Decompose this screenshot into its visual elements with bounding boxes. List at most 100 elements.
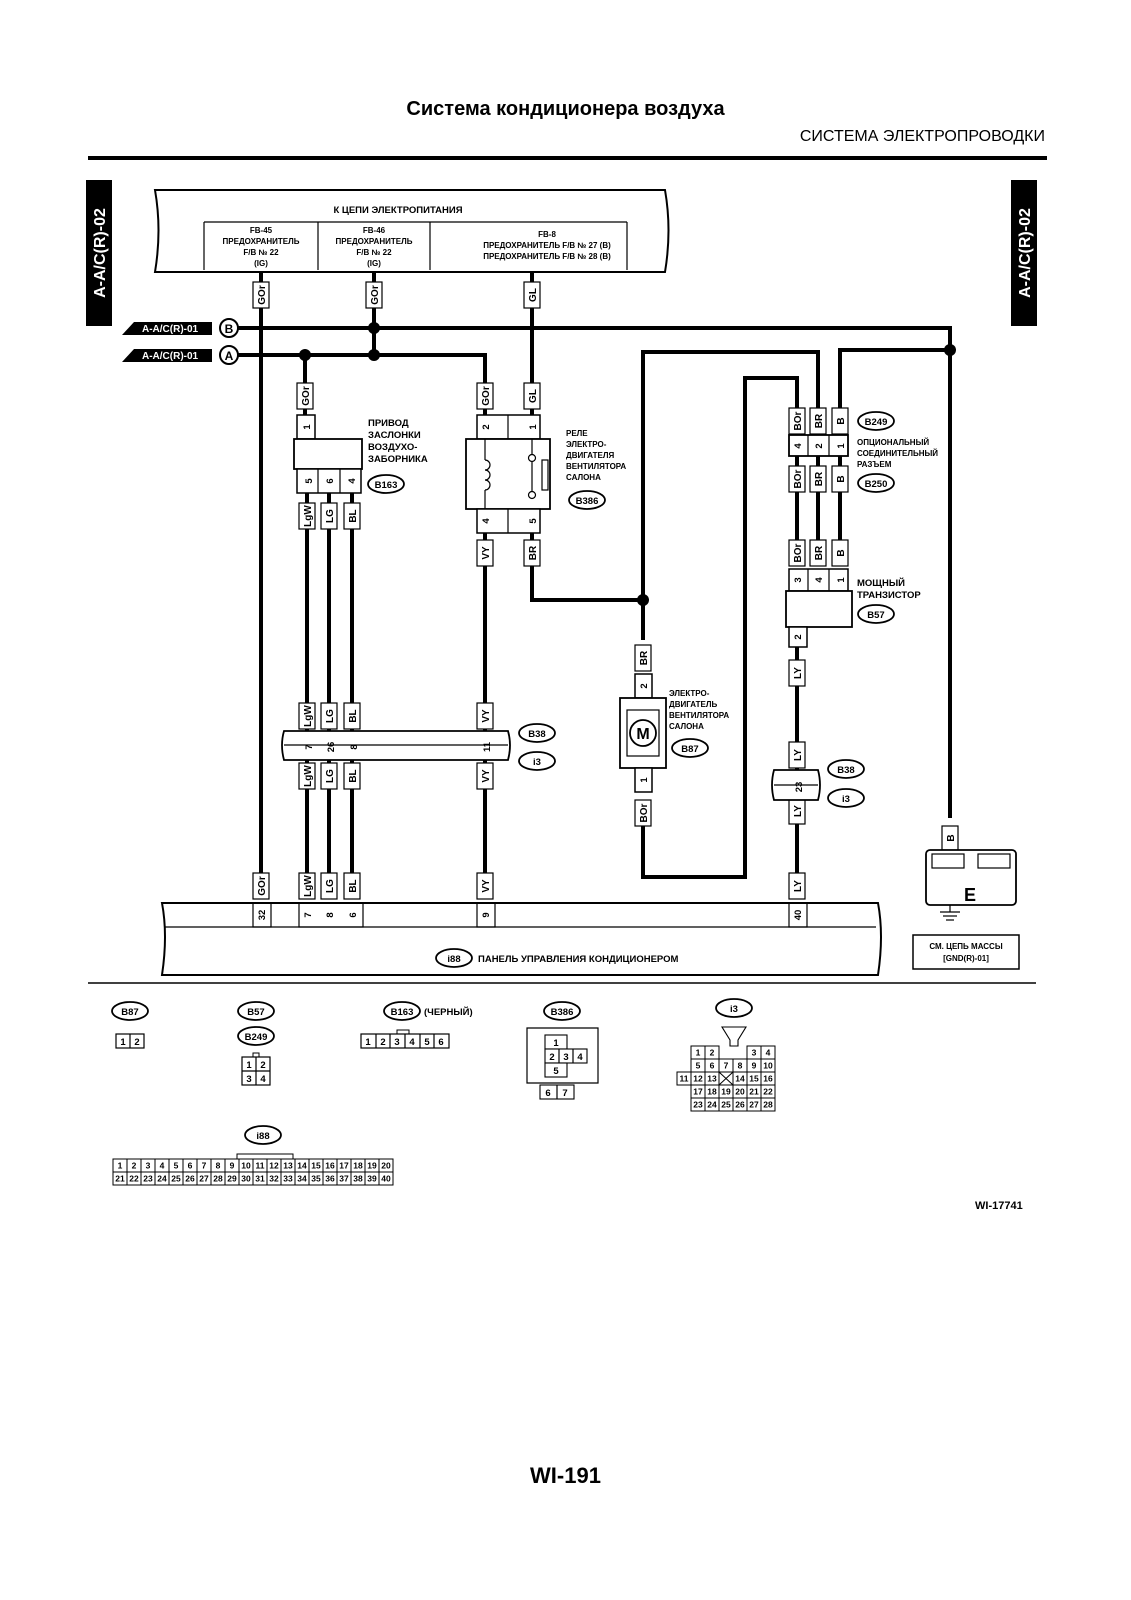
cv-i88-pin-8: 8 <box>216 1161 221 1171</box>
cv-i88-pin-30: 30 <box>241 1174 251 1184</box>
cv-i88-pin-29: 29 <box>227 1174 237 1184</box>
fuse-fb46-id: FB-46 <box>363 226 386 235</box>
damper-label-4: ЗАБОРНИКА <box>368 454 428 465</box>
cv-i88-pin-14: 14 <box>297 1161 307 1171</box>
damper-label-2: ЗАСЛОНКИ <box>368 430 421 441</box>
b38-pin-11: 11 <box>482 741 493 752</box>
damper-pin-5: 5 <box>304 478 315 484</box>
reference-b-label: A-A/C(R)-01 <box>142 324 199 335</box>
damper-label-3: ВОЗДУХО- <box>368 442 417 453</box>
tag-gl-top: GL <box>523 281 541 309</box>
cv-i3-pin-23: 23 <box>693 1100 703 1110</box>
cv-i88-pin-25: 25 <box>171 1174 181 1184</box>
cv-b163-note: (ЧЕРНЫЙ) <box>424 1006 473 1018</box>
cv-b386-pin-5: 5 <box>553 1066 559 1077</box>
motor-label-2: ДВИГАТЕЛЬ <box>669 700 717 709</box>
tag-gor-damper: GOr <box>296 382 314 410</box>
option-label-1: ОПЦИОНАЛЬНЫЙ <box>857 438 929 447</box>
cv-i88-pin-31: 31 <box>255 1174 265 1184</box>
wire-label-lg-1: LG <box>325 509 336 523</box>
cv-i88-pin-24: 24 <box>157 1174 167 1184</box>
cv-b87-pin-2: 2 <box>134 1037 139 1048</box>
cv-i3-pin-16: 16 <box>763 1074 773 1084</box>
cv-b386-pin-7: 7 <box>562 1088 567 1099</box>
junction-code-top-2: B38 <box>837 765 854 776</box>
fuse-fb45-label: ПРЕДОХРАНИТЕЛЬ <box>223 237 300 246</box>
cv-i88-pin-1: 1 <box>118 1161 123 1171</box>
cv-i88-pin-16: 16 <box>325 1161 335 1171</box>
relay-code: B386 <box>576 496 599 507</box>
fuse-fb45-id: FB-45 <box>250 226 273 235</box>
cv-i88-pin-28: 28 <box>213 1174 223 1184</box>
wire-label-b-2: B <box>836 475 847 482</box>
cv-i88-pin-4: 4 <box>160 1161 165 1171</box>
cv-b386-pin-2: 2 <box>549 1052 554 1063</box>
option-pin-1: 1 <box>836 443 847 449</box>
wire-label-b-4: B <box>946 834 957 841</box>
section-subtitle: СИСТЕМА ЭЛЕКТРОПРОВОДКИ <box>799 128 1045 145</box>
cv-i88-pin-10: 10 <box>241 1161 251 1171</box>
junction-b38: 7 26 8 11 B38 i3 23 B38 i3 <box>281 723 865 808</box>
damper-pin-4: 4 <box>347 478 358 484</box>
cv-b386-pin-1: 1 <box>553 1038 559 1049</box>
cv-i88-pin-9: 9 <box>230 1161 235 1171</box>
wire-label-bl-2: BL <box>348 709 359 722</box>
cv-b87-pin-1: 1 <box>120 1037 126 1048</box>
wire-label-bor-4: BOr <box>639 803 650 822</box>
blower-relay: 2 1 4 5 РЕЛЕ ЭЛЕКТРО- ДВИГАТЕЛЯ ВЕНТИЛЯТ… <box>465 414 626 534</box>
wire-label-lgw-1: LgW <box>303 505 314 527</box>
reference-a-label: A-A/C(R)-01 <box>142 351 199 362</box>
wire-label-vy-2: VY <box>481 709 492 723</box>
cv-i88-pin-35: 35 <box>311 1174 321 1184</box>
wire-label-bl-3: BL <box>348 769 359 782</box>
cv-i88-pin-37: 37 <box>339 1174 349 1184</box>
cv-i88-code: i88 <box>256 1131 269 1142</box>
wire-label-bor-3: BOr <box>793 543 804 562</box>
panel-name: ПАНЕЛЬ УПРАВЛЕНИЯ КОНДИЦИОНЕРОМ <box>478 954 679 965</box>
cv-b249-pin-2: 2 <box>260 1060 265 1071</box>
b38-pin-8: 8 <box>349 744 360 749</box>
relay-label-4: ВЕНТИЛЯТОРА <box>566 462 626 471</box>
panel-pin-40: 40 <box>793 910 804 921</box>
cv-b163-pin-6: 6 <box>438 1037 443 1048</box>
reference-b-letter: B <box>225 322 234 336</box>
wire-label-lg-2: LG <box>325 709 336 723</box>
cv-i3-pin-3: 3 <box>752 1048 757 1058</box>
cv-i3-pin-28: 28 <box>763 1100 773 1110</box>
cv-i3-pin-19: 19 <box>721 1087 731 1097</box>
cv-b386-pin-6: 6 <box>545 1088 550 1099</box>
power-header: К ЦЕПИ ЭЛЕКТРОПИТАНИЯ <box>333 205 462 216</box>
ground-note-1: СМ. ЦЕПЬ МАССЫ <box>929 942 1002 951</box>
wire-label-vy-4: VY <box>481 879 492 893</box>
cv-i3-pin-26: 26 <box>735 1100 745 1110</box>
wire-label-b-1: B <box>836 417 847 424</box>
cv-b163-pin-1: 1 <box>365 1037 371 1048</box>
option-code-bottom: B250 <box>865 479 888 490</box>
b38-pin-26: 26 <box>326 742 337 753</box>
cv-i3-pin-15: 15 <box>749 1074 759 1084</box>
transistor-pin-1: 1 <box>836 577 847 583</box>
option-connector: 4 2 1 B249 ОПЦИОНАЛЬНЫЙ СОЕДИНИТЕЛЬНЫЙ Р… <box>788 411 938 493</box>
cv-b386-pin-3: 3 <box>563 1052 568 1063</box>
wires <box>238 272 956 885</box>
cv-i3-pin-24: 24 <box>707 1100 717 1110</box>
cv-i88-pin-21: 21 <box>115 1174 125 1184</box>
motor-label-1: ЭЛЕКТРО- <box>669 689 710 698</box>
cv-i3-pin-8: 8 <box>738 1061 743 1071</box>
cv-i88-pin-22: 22 <box>129 1174 139 1184</box>
cv-i3-pin-13: 13 <box>707 1074 717 1084</box>
panel-pin-32: 32 <box>257 910 268 921</box>
cv-i3-pin-10: 10 <box>763 1061 773 1071</box>
relay-label-1: РЕЛЕ <box>566 429 588 438</box>
ground-symbol: E <box>964 885 976 905</box>
wire-label-ly-4: LY <box>793 880 804 892</box>
page-title: Система кондиционера воздуха <box>406 98 725 120</box>
cv-i3-pin-6: 6 <box>710 1061 715 1071</box>
wire-label-lgw-2: LgW <box>303 705 314 727</box>
cv-i88-pin-6: 6 <box>188 1161 193 1171</box>
transistor-label-1: МОЩНЫЙ <box>857 577 905 589</box>
cv-i3-pin-25: 25 <box>721 1100 731 1110</box>
